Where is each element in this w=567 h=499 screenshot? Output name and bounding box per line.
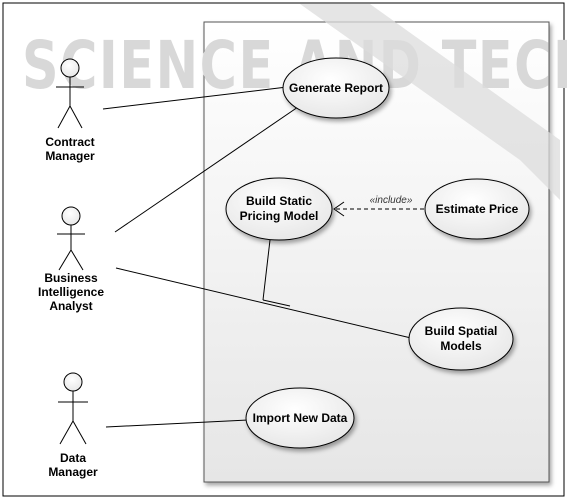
association-analyst-generate-report <box>114 106 299 233</box>
actor-label-line-1: Contract <box>45 135 94 149</box>
use-case-label-line-2: Models <box>440 339 482 353</box>
actor-figure <box>58 372 88 445</box>
use-case-build-static-pricing-model: Build Static Pricing Model <box>225 177 333 241</box>
actor-data-manager: Data Manager <box>48 372 98 479</box>
relations: «include» <box>102 86 424 428</box>
use-case-label-line-2: Pricing Model <box>240 209 319 223</box>
actor-label-line-3: Analyst <box>49 299 92 313</box>
actor-label-line-2: Manager <box>45 149 95 163</box>
include-stereotype: «include» <box>370 195 413 206</box>
association-contract-manager-generate-report <box>102 86 288 110</box>
use-case-estimate-price: Estimate Price <box>424 178 530 240</box>
association-data-manager-import-new-data <box>105 419 249 428</box>
include-arrowhead <box>333 201 345 217</box>
actor-business-intelligence-analyst: Business Intelligence Analyst <box>38 206 104 313</box>
use-case-label-line-1: Build Spatial <box>425 324 498 338</box>
use-case-label-line-1: Import New Data <box>253 411 348 425</box>
actor-label-line-2: Intelligence <box>38 285 104 299</box>
actor-label-line-2: Manager <box>48 465 98 479</box>
use-case-label-line-1: Build Static <box>246 194 312 208</box>
association-connector-segment <box>262 299 291 307</box>
actor-figure <box>56 58 84 129</box>
association-build-static-pricing-model-segment <box>262 239 271 301</box>
actor-label-line-1: Business <box>44 271 98 285</box>
association-analyst-build-spatial-models <box>115 267 412 339</box>
actor-contract-manager: Contract Manager <box>45 58 95 163</box>
use-case-build-spatial-models: Build Spatial Models <box>408 307 514 371</box>
use-case-generate-report: Generate Report <box>282 57 390 119</box>
use-case-label-line-1: Estimate Price <box>436 202 519 216</box>
actor-figure <box>57 206 85 271</box>
actor-label-line-1: Data <box>60 451 86 465</box>
use-case-import-new-data: Import New Data <box>245 387 355 449</box>
use-case-label-line-1: Generate Report <box>289 81 383 95</box>
